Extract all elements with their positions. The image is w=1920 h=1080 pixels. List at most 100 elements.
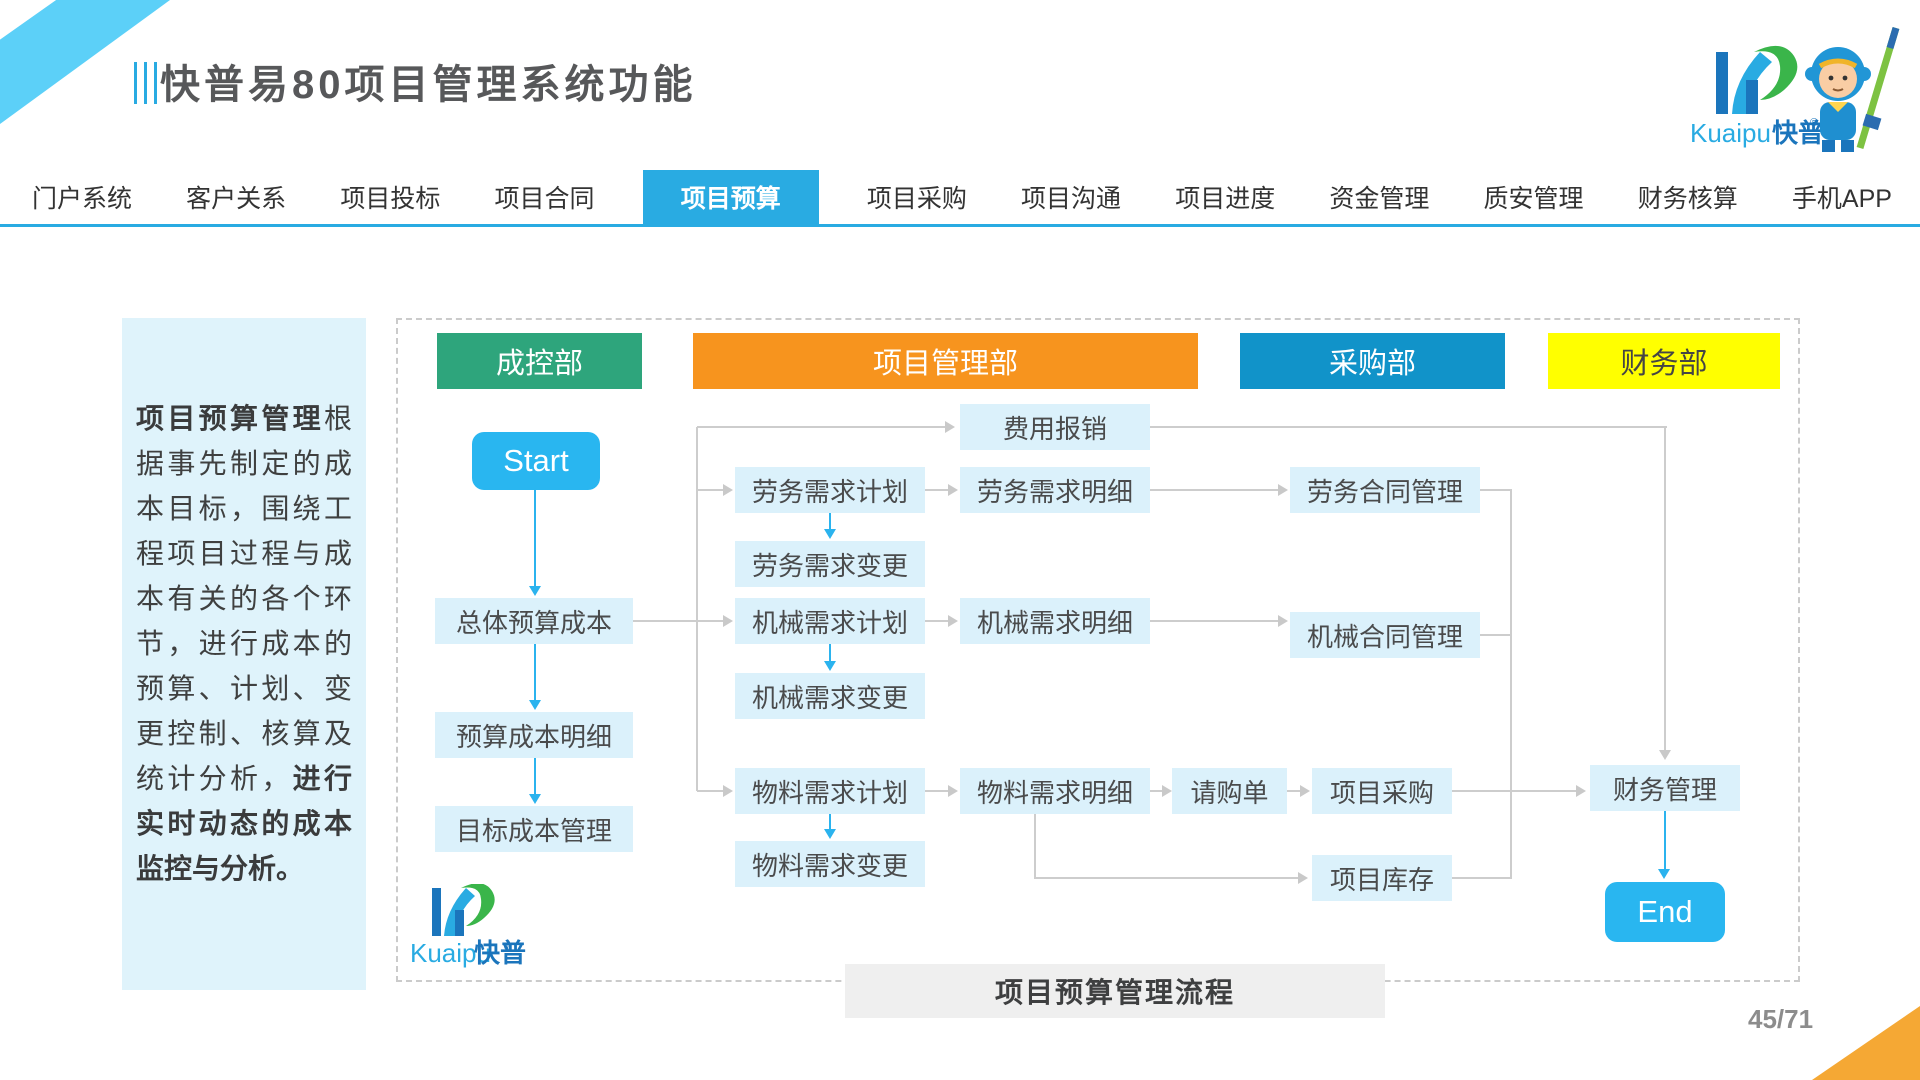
description-bold-lead: 项目预算管理 bbox=[136, 403, 324, 434]
arrowhead-icon bbox=[1300, 785, 1310, 797]
arrowhead-icon bbox=[1162, 785, 1172, 797]
kuaipu-logo-small: Kuaipu 快普 ® bbox=[410, 884, 526, 968]
connector-line bbox=[925, 620, 950, 622]
flow-node-1: Start bbox=[472, 432, 600, 490]
arrowhead-icon bbox=[824, 529, 836, 539]
flow-node-3: 预算成本明细 bbox=[435, 712, 633, 758]
connector-line bbox=[1150, 620, 1280, 622]
flow-node-19: 项目库存 bbox=[1312, 855, 1452, 901]
title-bars-icon bbox=[134, 62, 157, 104]
page-title: 快普易80项目管理系统功能 bbox=[160, 63, 697, 107]
arrowhead-icon bbox=[1658, 869, 1670, 879]
bottom-right-triangle-decoration bbox=[1812, 1006, 1920, 1080]
connector-line bbox=[1480, 634, 1510, 636]
flow-node-4: 目标成本管理 bbox=[435, 806, 633, 852]
module-tab-bar: 门户系统 客户关系 项目投标 项目合同 项目预算 项目采购 项目沟通 项目进度 资金管理 质安管理… bbox=[0, 170, 1920, 227]
flow-node-5: 费用报销 bbox=[960, 404, 1150, 450]
connector-line-blue bbox=[534, 490, 536, 588]
arrowhead-icon bbox=[529, 586, 541, 596]
arrowhead-icon bbox=[948, 785, 958, 797]
connector-line bbox=[1150, 426, 1667, 428]
nav-tab-9[interactable]: 资金管理 bbox=[1329, 185, 1430, 213]
connector-line bbox=[925, 489, 950, 491]
flow-node-14: 物料需求计划 bbox=[735, 768, 925, 814]
brand-name-cn: 快普 bbox=[1772, 118, 1824, 148]
arrowhead-icon bbox=[945, 421, 955, 433]
arrowhead-icon bbox=[824, 661, 836, 671]
connector-line bbox=[633, 620, 725, 622]
arrowhead-icon bbox=[1278, 484, 1288, 496]
department-header-2: 项目管理部 bbox=[693, 333, 1198, 389]
flow-node-16: 请购单 bbox=[1172, 768, 1287, 814]
nav-tab-10[interactable]: 质安管理 bbox=[1483, 185, 1584, 213]
flow-node-8: 劳务合同管理 bbox=[1290, 467, 1480, 513]
arrowhead-icon bbox=[529, 794, 541, 804]
flow-node-17: 项目采购 bbox=[1312, 768, 1452, 814]
connector-line-blue bbox=[1664, 811, 1666, 873]
connector-line-blue bbox=[829, 513, 831, 531]
description-body: 根据事先制定的成本目标，围绕工程项目过程与成本有关的各个环节，进行成本的预算、计… bbox=[136, 403, 352, 794]
nav-tab-1[interactable]: 门户系统 bbox=[32, 185, 133, 213]
kp-mark-icon bbox=[1716, 45, 1798, 114]
description-text: 项目预算管理根据事先制定的成本目标，围绕工程项目过程与成本有关的各个环节，进行成… bbox=[136, 396, 352, 891]
nav-tab-3[interactable]: 项目投标 bbox=[340, 185, 441, 213]
mascot-monkey bbox=[1805, 26, 1900, 152]
flow-node-6: 劳务需求计划 bbox=[735, 467, 925, 513]
flow-node-9: 劳务需求变更 bbox=[735, 541, 925, 587]
connector-line-blue bbox=[829, 814, 831, 831]
connector-line bbox=[925, 790, 950, 792]
arrowhead-icon bbox=[1576, 785, 1586, 797]
flow-node-15: 物料需求明细 bbox=[960, 768, 1150, 814]
arrowhead-icon bbox=[1298, 872, 1308, 884]
nav-tab-4[interactable]: 项目合同 bbox=[494, 185, 595, 213]
connector-line bbox=[1150, 489, 1280, 491]
description-panel: 项目预算管理根据事先制定的成本目标，围绕工程项目过程与成本有关的各个环节，进行成… bbox=[122, 318, 366, 990]
arrowhead-icon bbox=[723, 785, 733, 797]
arrowhead-icon bbox=[723, 484, 733, 496]
nav-tab-11[interactable]: 财务核算 bbox=[1637, 185, 1738, 213]
nav-tab-5[interactable]: 项目预算 bbox=[642, 170, 819, 224]
connector-line bbox=[1034, 814, 1036, 878]
brand-name-en: Kuaipu bbox=[410, 938, 491, 968]
arrowhead-icon bbox=[529, 700, 541, 710]
nav-tab-8[interactable]: 项目进度 bbox=[1175, 185, 1276, 213]
flow-node-10: 机械需求计划 bbox=[735, 598, 925, 644]
arrowhead-icon bbox=[723, 615, 733, 627]
department-header-1: 成控部 bbox=[437, 333, 642, 389]
connector-line-blue bbox=[829, 644, 831, 663]
connector-line bbox=[697, 790, 725, 792]
description-bold-tail: 进行实时动态的成本监控与分析。 bbox=[136, 763, 352, 884]
page-number: 45/71 bbox=[1748, 1004, 1814, 1034]
nav-tab-7[interactable]: 项目沟通 bbox=[1021, 185, 1122, 213]
nav-tab-2[interactable]: 客户关系 bbox=[186, 185, 287, 213]
brand-name-cn: 快普 bbox=[474, 938, 526, 968]
arrowhead-icon bbox=[1659, 750, 1671, 760]
flow-node-18: 物料需求变更 bbox=[735, 841, 925, 887]
nav-tab-12[interactable]: 手机APP bbox=[1791, 185, 1892, 213]
connector-line bbox=[1452, 790, 1578, 792]
connector-line bbox=[1452, 877, 1510, 879]
arrowhead-icon bbox=[824, 829, 836, 839]
connector-line bbox=[696, 427, 698, 791]
kp-mark-icon bbox=[432, 884, 495, 936]
flow-node-11: 机械需求明细 bbox=[960, 598, 1150, 644]
flow-node-7: 劳务需求明细 bbox=[960, 467, 1150, 513]
connector-line-blue bbox=[534, 758, 536, 796]
flow-node-12: 机械合同管理 bbox=[1290, 612, 1480, 658]
connector-line bbox=[697, 426, 947, 428]
department-header-3: 采购部 bbox=[1240, 333, 1505, 389]
flow-node-20: 财务管理 bbox=[1590, 765, 1740, 811]
connector-line bbox=[1510, 489, 1512, 879]
flow-node-13: 机械需求变更 bbox=[735, 673, 925, 719]
connector-line bbox=[1287, 790, 1302, 792]
brand-reg-mark: ® bbox=[504, 942, 511, 952]
arrowhead-icon bbox=[948, 484, 958, 496]
nav-tab-6[interactable]: 项目采购 bbox=[866, 185, 967, 213]
flow-node-21: End bbox=[1605, 882, 1725, 942]
arrowhead-icon bbox=[1278, 615, 1288, 627]
department-header-4: 财务部 bbox=[1548, 333, 1780, 389]
arrowhead-icon bbox=[948, 615, 958, 627]
connector-line bbox=[1664, 426, 1666, 752]
brand-name-en: Kuaipu bbox=[1690, 118, 1771, 148]
